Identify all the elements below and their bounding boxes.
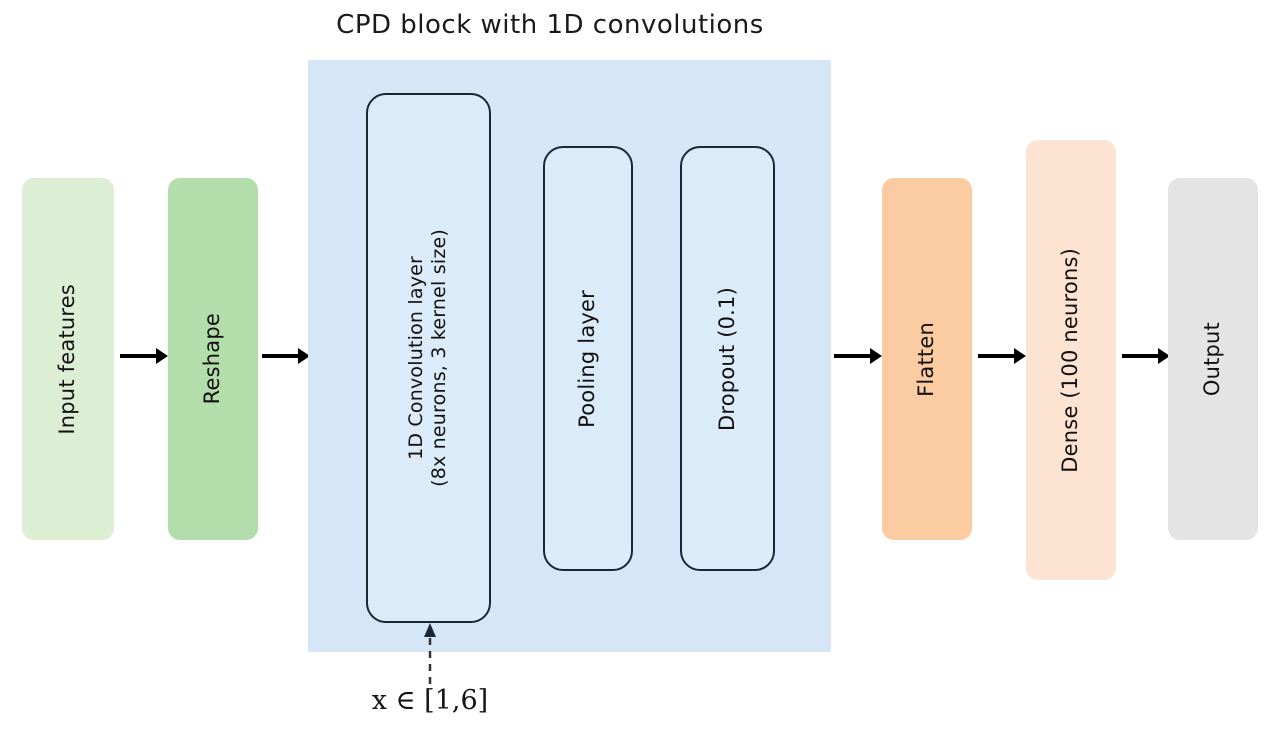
block-pooling-layer: Pooling layer xyxy=(543,146,633,571)
block-input-features-label: Input features xyxy=(55,283,80,435)
arrow-dense-to-output xyxy=(1122,348,1170,364)
arrow-reshape-to-cpd xyxy=(262,348,310,364)
block-dense: Dense (100 neurons) xyxy=(1026,140,1116,580)
block-dropout-label: Dropout (0.1) xyxy=(714,286,739,431)
block-pooling-layer-label: Pooling layer xyxy=(575,289,600,428)
annotation-label: x ∈ [1,6] xyxy=(371,685,489,716)
page-title: CPD block with 1D convolutions xyxy=(336,10,764,40)
block-flatten-label: Flatten xyxy=(914,321,939,397)
block-conv-layer-line2: (8x neurons, 3 kernel size) xyxy=(428,229,451,487)
block-reshape: Reshape xyxy=(168,178,258,540)
arrow-input-to-reshape xyxy=(120,348,168,364)
block-flatten: Flatten xyxy=(882,178,972,540)
block-output-label: Output xyxy=(1200,321,1225,397)
block-dense-label: Dense (100 neurons) xyxy=(1058,247,1083,473)
block-output: Output xyxy=(1168,178,1258,540)
cpd-block-container: 1D Convolution layer(8x neurons, 3 kerne… xyxy=(308,60,831,652)
block-reshape-label: Reshape xyxy=(200,313,225,405)
block-conv-layer: 1D Convolution layer(8x neurons, 3 kerne… xyxy=(366,93,491,623)
block-dropout: Dropout (0.1) xyxy=(680,146,775,571)
block-conv-layer-line1: 1D Convolution layer xyxy=(405,256,428,460)
arrow-cpd-to-flatten xyxy=(834,348,882,364)
block-conv-layer-label: 1D Convolution layer(8x neurons, 3 kerne… xyxy=(405,229,451,487)
arrow-flatten-to-dense xyxy=(978,348,1026,364)
block-input-features: Input features xyxy=(22,178,114,540)
annotation-pointer-icon xyxy=(424,623,436,684)
